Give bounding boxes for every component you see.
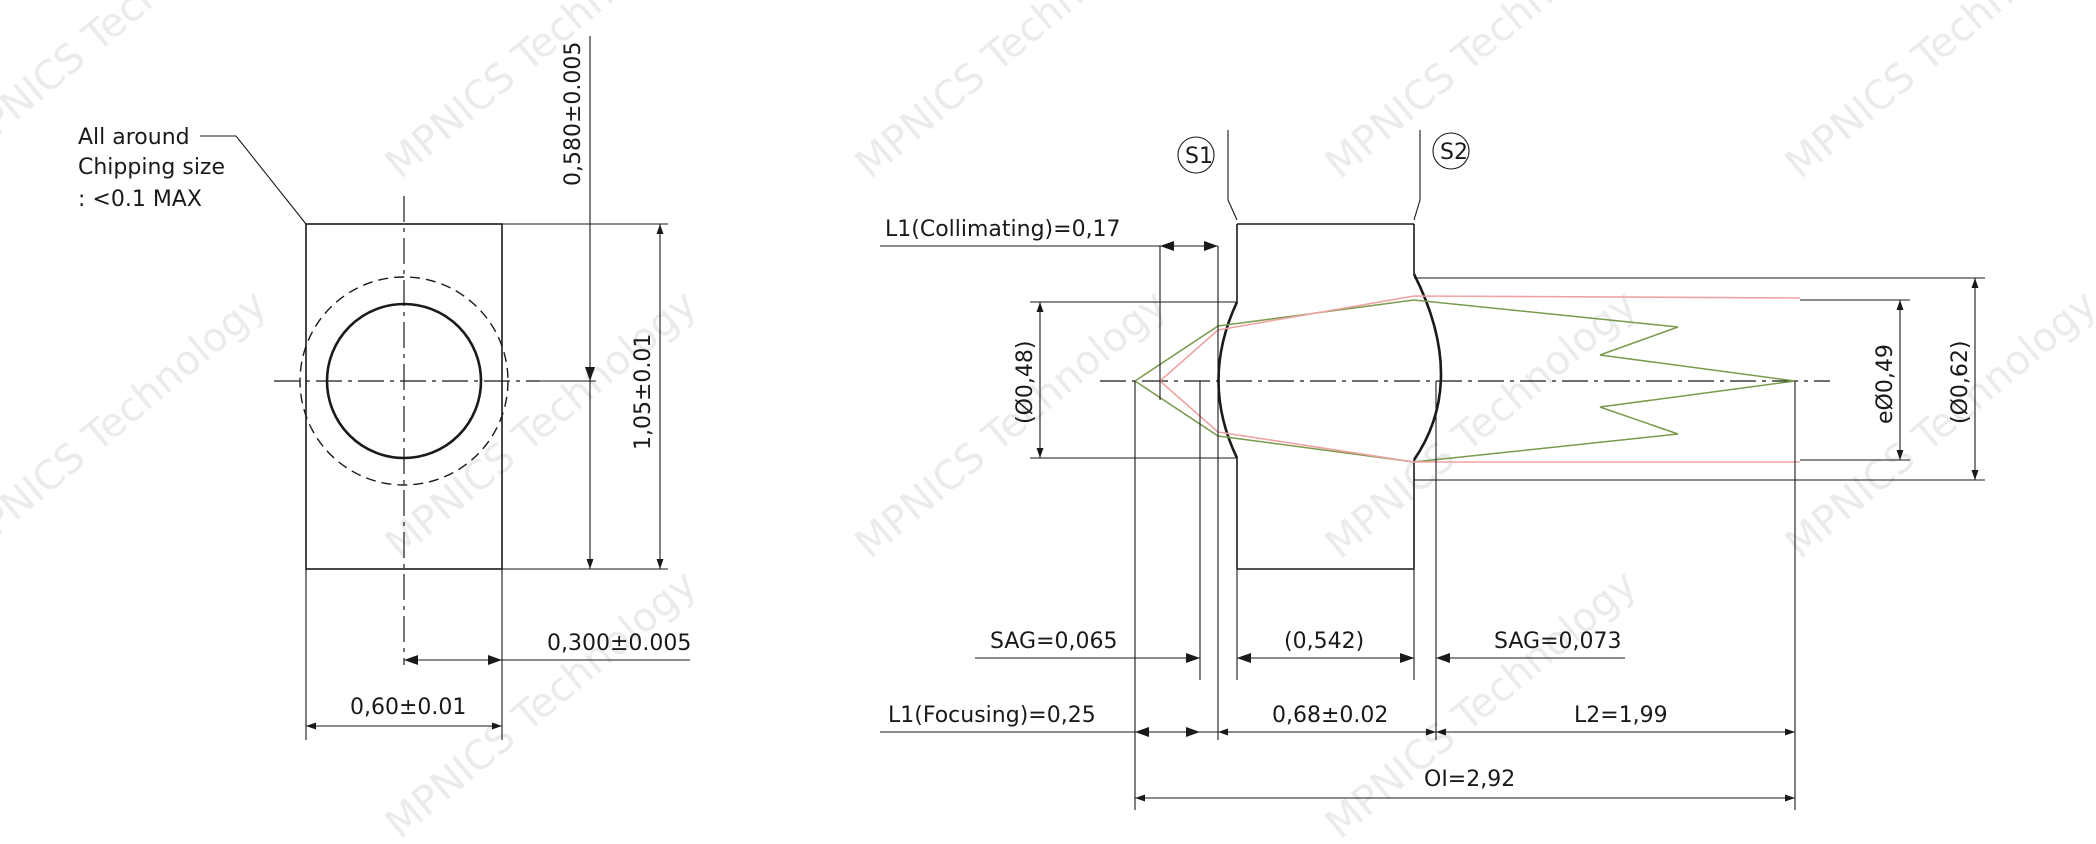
dim-label-lens-thickness: 0,68±0.02: [1272, 703, 1388, 728]
watermark: MPNICS Technology: [1777, 281, 2096, 567]
lens-body-outline: [305, 223, 503, 570]
watermark: MPNICS Technology: [1777, 0, 2096, 188]
surface-s2-label: S2: [1440, 140, 1468, 165]
surface-s2-callout: [1432, 132, 1470, 170]
watermark: MPNICS Technology: [377, 281, 706, 567]
ray-trace-pink: [1159, 295, 1801, 382]
watermark: MPNICS Technology: [377, 0, 706, 188]
watermark: MPNICS Technology: [0, 281, 276, 567]
dim-label-l1-collimating: L1(Collimating)=0,17: [885, 217, 1121, 242]
ray-trace-pink: [1159, 380, 1800, 463]
callout-leader: [1227, 130, 1238, 221]
surface-s2-curve: [1412, 273, 1443, 461]
dim-label-sag-left: SAG=0,065: [990, 629, 1118, 654]
dim-label-center-thickness: (0,542): [1284, 629, 1364, 654]
chipping-note-line2: Chipping size: [78, 155, 225, 180]
dim-arrow: [1160, 241, 1174, 251]
dim-label-l1-focusing: L1(Focusing)=0,25: [888, 703, 1096, 728]
dim-arrow: [1186, 653, 1200, 663]
watermark: MPNICS Technology: [1317, 281, 1646, 567]
dim-label-dia-eff: eØ0,49: [1873, 344, 1898, 424]
dim-arrow: [404, 655, 418, 665]
dim-arrow: [585, 367, 595, 381]
left-view: All around Chipping size : <0.1 MAX 0,58…: [78, 36, 691, 740]
dim-arrow: [1204, 241, 1218, 251]
watermark: MPNICS Technology: [847, 0, 1176, 188]
dim-label-height-top: 0,580±0.005: [561, 42, 586, 186]
dim-arrow: [1186, 727, 1200, 737]
right-view: S1 S2 L1(Collimating)=0,17 (Ø0,48) eØ0,4…: [880, 130, 1985, 810]
callout-leader: [1413, 130, 1421, 221]
surface-s1-label: S1: [1185, 144, 1213, 169]
dim-label-oi: OI=2,92: [1424, 767, 1515, 792]
dim-label-l2: L2=1,99: [1574, 703, 1668, 728]
surface-s1-callout: [1177, 136, 1215, 174]
dim-arrow: [1400, 653, 1414, 663]
chipping-note-line3: : <0.1 MAX: [78, 187, 202, 212]
dim-label-sag-right: SAG=0,073: [1494, 629, 1622, 654]
chipping-note-leader: [200, 135, 307, 225]
dim-label-dia-left: (Ø0,48): [1013, 341, 1038, 424]
dim-label-height: 1,05±0.01: [631, 334, 656, 450]
dim-arrow: [488, 655, 502, 665]
chipping-note-line1: All around: [78, 125, 190, 150]
dim-arrow: [1135, 727, 1149, 737]
dim-label-offset: 0,300±0.005: [547, 631, 691, 656]
watermark: MPNICS Technology: [1317, 0, 1646, 188]
watermark: MPNICS Technology: [847, 281, 1176, 567]
dim-label-width: 0,60±0.01: [350, 695, 466, 720]
dim-arrow: [1436, 653, 1450, 663]
dim-label-dia-right: (Ø0,62): [1948, 341, 1973, 424]
